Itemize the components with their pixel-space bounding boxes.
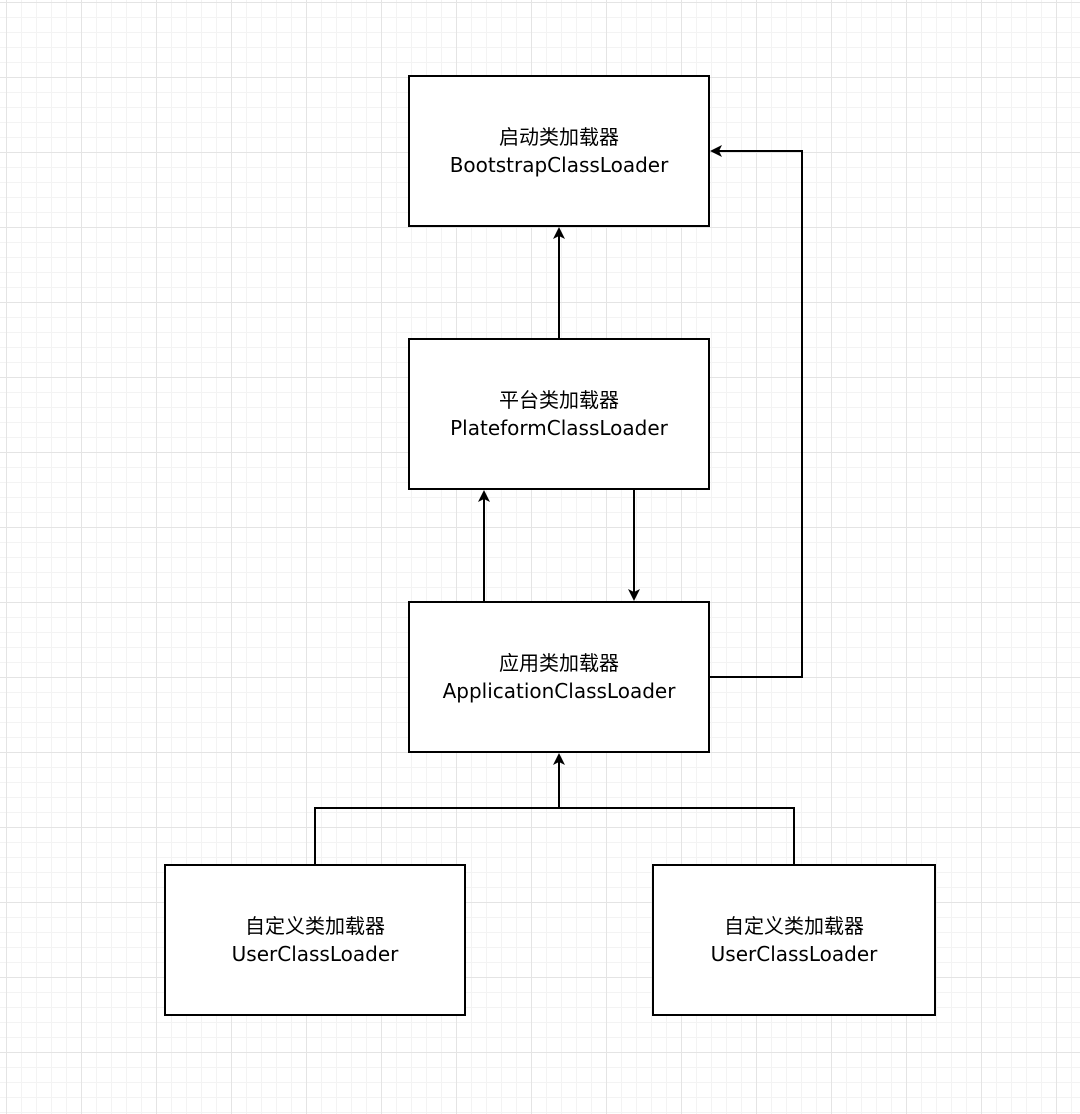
platform-classloader-box: 平台类加载器 PlateformClassLoader bbox=[408, 338, 710, 490]
edge-application-to-bootstrap bbox=[710, 145, 803, 678]
platform-title-cn: 平台类加载器 bbox=[499, 388, 619, 412]
edge-user-left-to-application bbox=[314, 807, 559, 864]
user-classloader-box-right: 自定义类加载器 UserClassLoader bbox=[652, 864, 936, 1016]
application-classloader-box: 应用类加载器 ApplicationClassLoader bbox=[408, 601, 710, 753]
edge-user-right-to-application bbox=[559, 807, 795, 864]
bootstrap-classloader-box: 启动类加载器 BootstrapClassLoader bbox=[408, 75, 710, 227]
user-left-title-cn: 自定义类加载器 bbox=[245, 914, 385, 938]
application-title-cn: 应用类加载器 bbox=[499, 651, 619, 675]
user-left-title-en: UserClassLoader bbox=[231, 942, 399, 966]
bootstrap-title-en: BootstrapClassLoader bbox=[449, 153, 669, 177]
application-title-en: ApplicationClassLoader bbox=[442, 679, 676, 703]
user-right-title-en: UserClassLoader bbox=[710, 942, 878, 966]
user-right-title-cn: 自定义类加载器 bbox=[724, 914, 864, 938]
user-classloader-box-left: 自定义类加载器 UserClassLoader bbox=[164, 864, 466, 1016]
bootstrap-title-cn: 启动类加载器 bbox=[499, 125, 619, 149]
platform-title-en: PlateformClassLoader bbox=[450, 416, 668, 440]
